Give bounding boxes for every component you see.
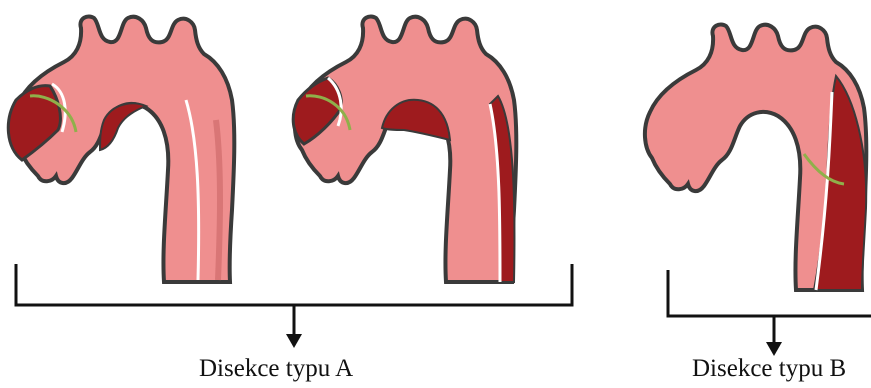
label-type-b: Disekce typu B — [692, 356, 846, 381]
label-type-a: Disekce typu A — [199, 356, 353, 381]
arrow-down-icon — [286, 334, 302, 348]
arrow-down-icon — [766, 342, 782, 356]
aorta-type-a-1 — [8, 16, 234, 282]
aorta-type-a-2 — [293, 16, 516, 282]
aorta-type-b — [645, 24, 866, 290]
